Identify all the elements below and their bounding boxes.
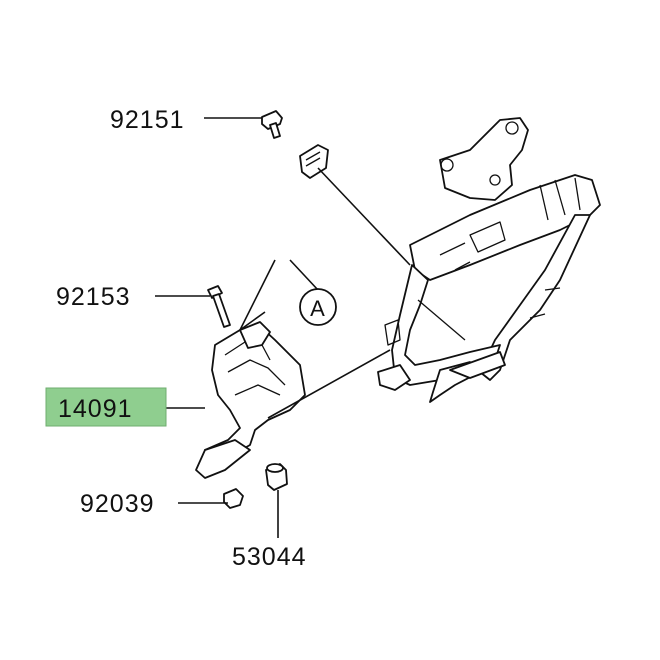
- part-label-53044: 53044: [232, 543, 307, 571]
- fairing-bracket-frame: [377, 117, 601, 403]
- screw-icon-92039: [223, 488, 244, 509]
- part-label-92039: 92039: [80, 490, 155, 518]
- clip-nut-icon: [299, 144, 329, 179]
- part-label-92153: 92153: [56, 283, 131, 311]
- grommet-icon-53044: [265, 463, 288, 491]
- part-label-14091: 14091: [58, 395, 133, 423]
- bolt-icon-92153: [207, 285, 231, 328]
- leader-lines: [155, 117, 411, 538]
- callout-letter: A: [310, 296, 326, 321]
- part-label-92151: 92151: [110, 106, 185, 134]
- cover-part-14091: [195, 321, 306, 479]
- screw-icon-92151: [261, 110, 283, 139]
- highlight-box: [45, 387, 167, 427]
- callout-a: A: [239, 259, 337, 331]
